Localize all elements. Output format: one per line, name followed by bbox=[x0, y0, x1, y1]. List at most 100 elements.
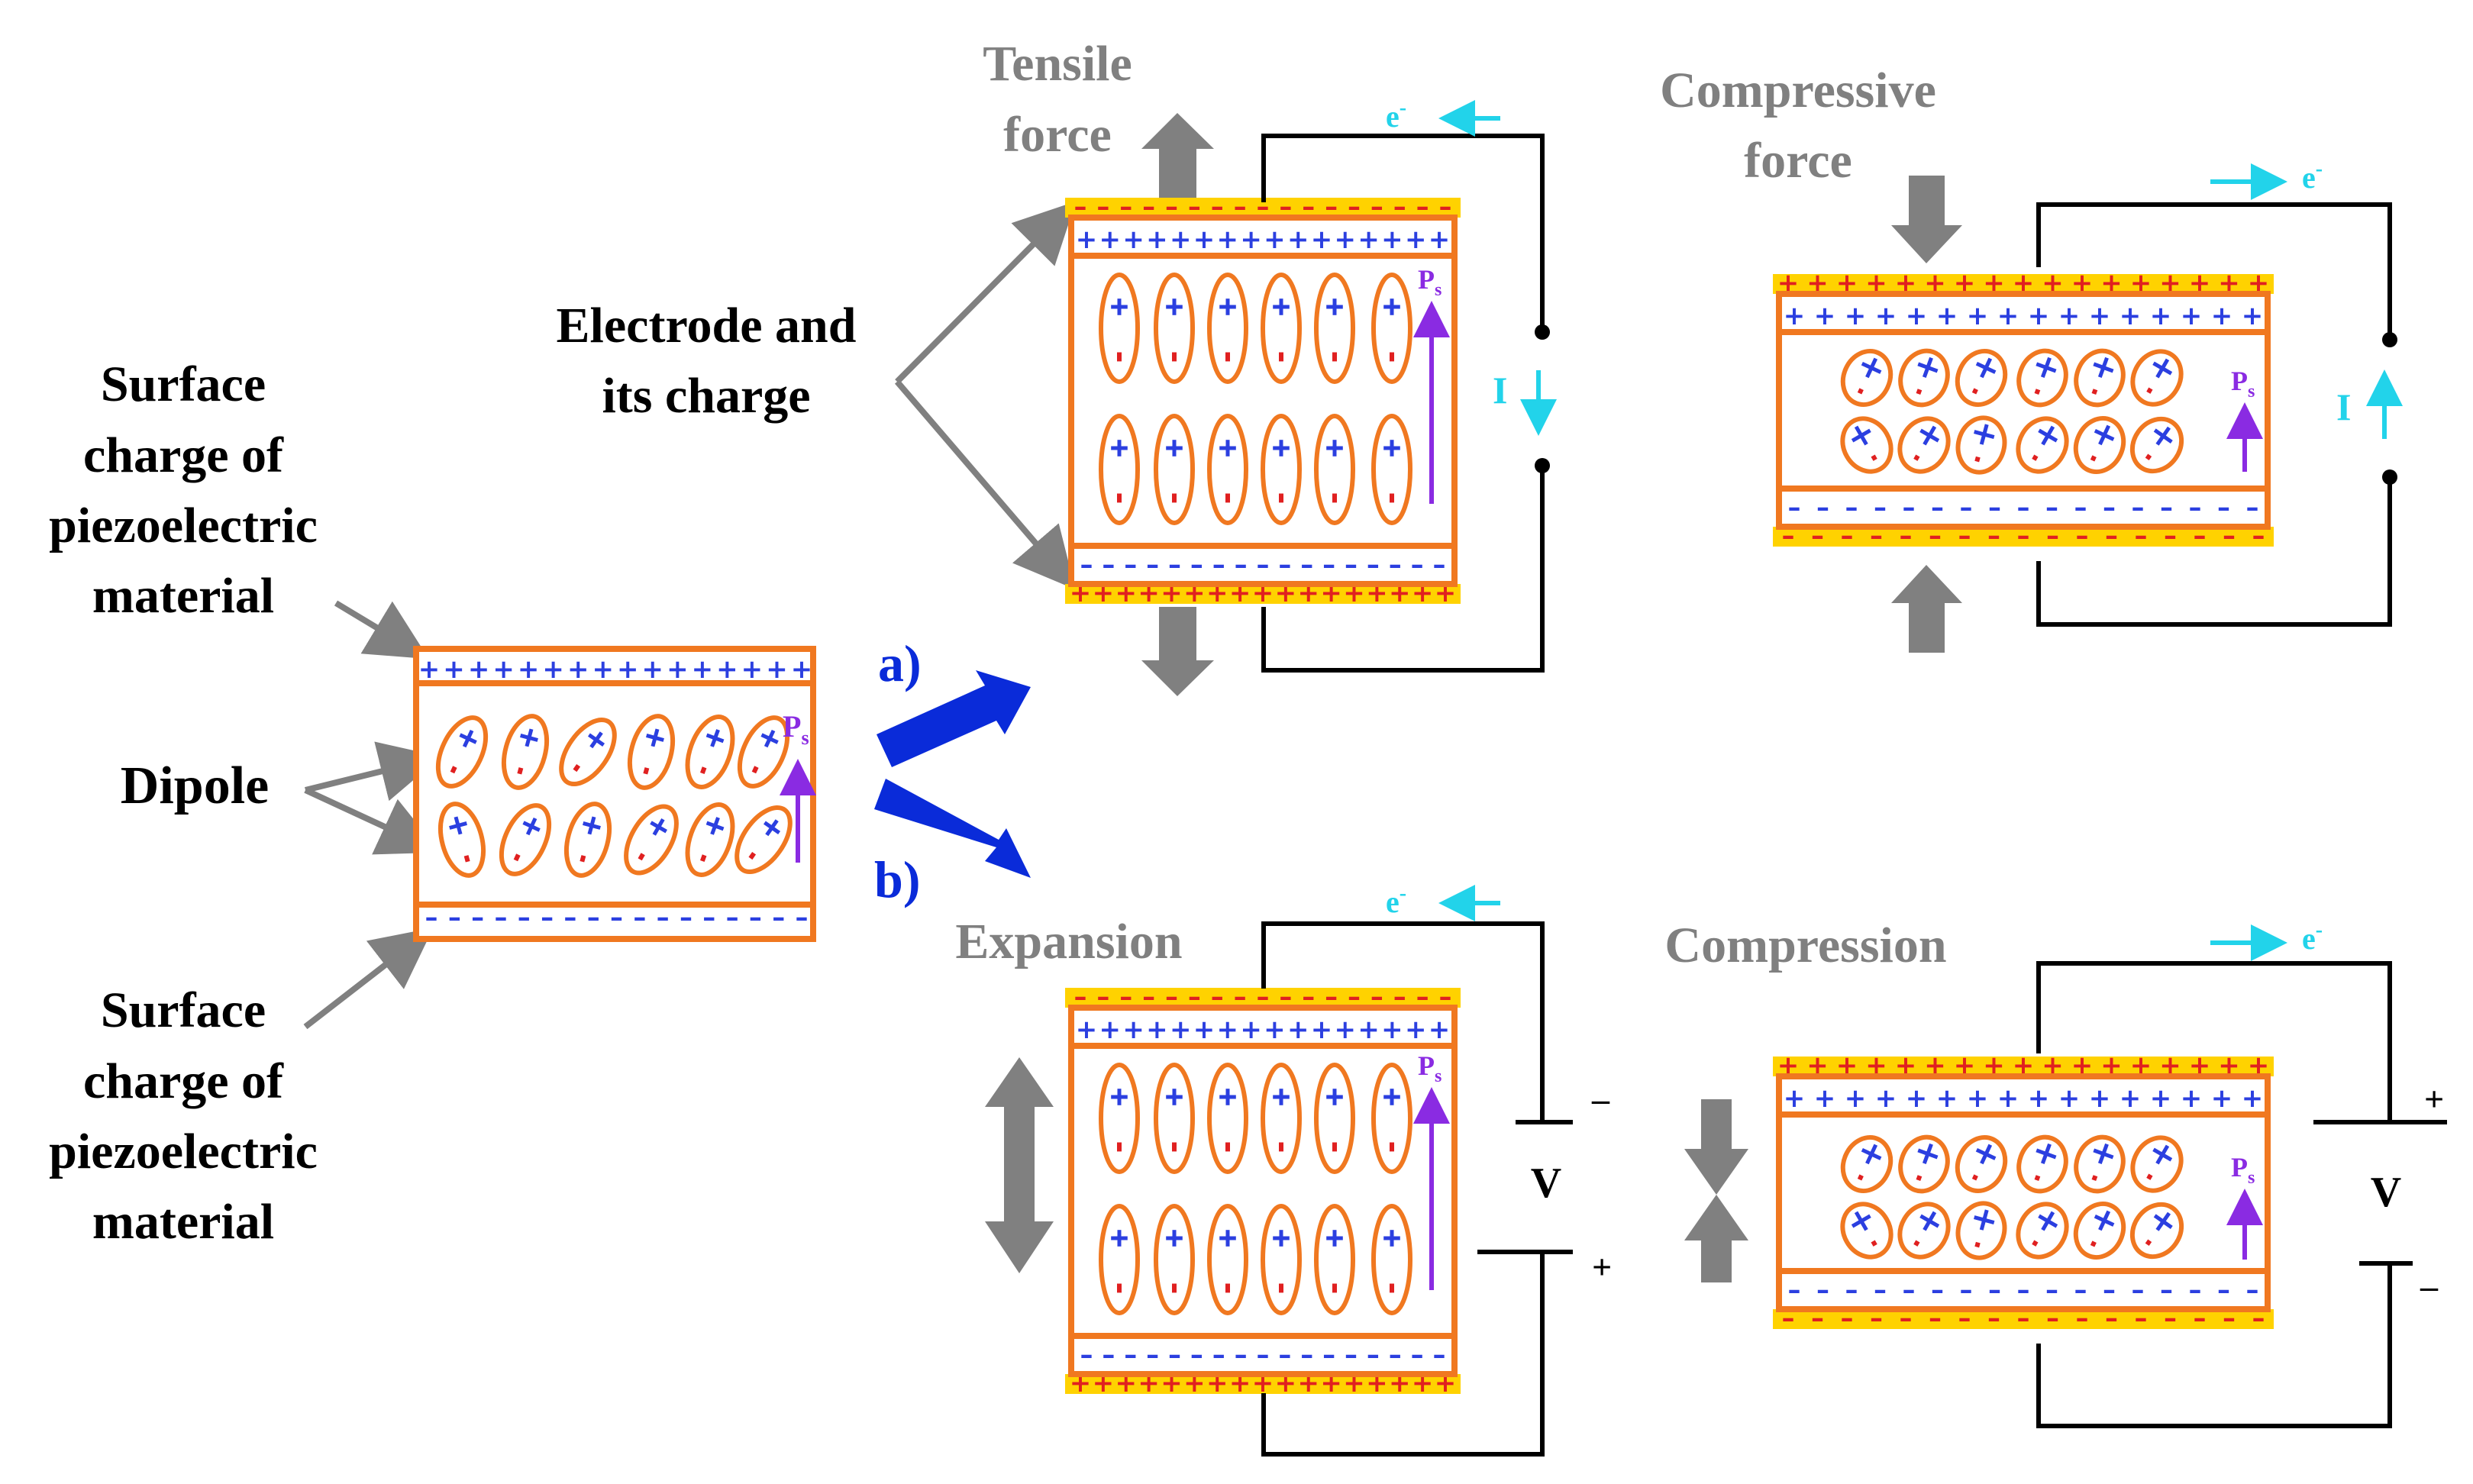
dipole bbox=[501, 714, 550, 790]
minus-charge: – bbox=[726, 902, 739, 933]
expansion-label: Expansion bbox=[955, 914, 1182, 969]
polarization-label: Ps bbox=[1418, 1050, 1442, 1086]
minus-charge: – bbox=[680, 902, 693, 933]
plus-charge: + bbox=[2181, 1083, 2203, 1114]
minus-charge: – bbox=[1367, 550, 1380, 580]
plus-charge: + bbox=[1264, 1015, 1286, 1045]
minus-charge: – bbox=[1874, 1275, 1887, 1305]
branch-a-arrow bbox=[877, 670, 1031, 767]
sample-unstressed: ++++++++++++++++ ––––––––––––––––– Ps bbox=[413, 646, 816, 942]
plus-charge: + bbox=[492, 654, 515, 685]
minus-charge: – bbox=[1816, 492, 1829, 523]
dipole bbox=[499, 803, 552, 876]
circuit-tensile: e- I bbox=[1261, 96, 1557, 673]
svg-text:Surface: Surface bbox=[101, 356, 266, 412]
minus-charge: – bbox=[1124, 550, 1137, 580]
plus-charge: + bbox=[1429, 224, 1451, 255]
minus-charge: – bbox=[1257, 1340, 1270, 1370]
minus-charge: – bbox=[1168, 1340, 1181, 1370]
minus-charge: – bbox=[1960, 492, 1973, 523]
dipole bbox=[1897, 1202, 1951, 1260]
minus-charge: – bbox=[2189, 492, 2202, 523]
minus-charge: – bbox=[1931, 492, 1944, 523]
dipole bbox=[1314, 414, 1355, 525]
plus-charge: + bbox=[1967, 301, 1989, 331]
minus-charge: – bbox=[1212, 1340, 1225, 1370]
dipole bbox=[1207, 414, 1248, 525]
plus-charge: + bbox=[1170, 224, 1192, 255]
sample-compressive: +++++++++++++++++–––––––––––––––––++++++… bbox=[1773, 268, 2274, 551]
plus-charge: + bbox=[2028, 301, 2050, 331]
plus-charge: + bbox=[518, 654, 540, 685]
plus-charge: + bbox=[2150, 301, 2172, 331]
circuit-compressive: e- I bbox=[2036, 157, 2403, 627]
terminal-plus: + bbox=[2424, 1079, 2444, 1118]
dipole bbox=[1897, 416, 1951, 474]
pointer-arrow-electrode-top bbox=[895, 201, 1077, 384]
minus-charge: – bbox=[1988, 492, 2001, 523]
minus-charge: – bbox=[1102, 1340, 1115, 1370]
plus-charge: + bbox=[443, 654, 465, 685]
minus-charge: – bbox=[1146, 1340, 1159, 1370]
minus-charge: – bbox=[563, 902, 576, 933]
dipole bbox=[1207, 1204, 1248, 1315]
plus-charge: + bbox=[2028, 1083, 2050, 1114]
plus-charge: + bbox=[1936, 301, 1958, 331]
minus-charge: – bbox=[1788, 1275, 1801, 1305]
plus-charge: + bbox=[468, 654, 490, 685]
minus-charge: – bbox=[749, 902, 762, 933]
plus-charge: + bbox=[1381, 1015, 1403, 1045]
minus-charge: – bbox=[1278, 1340, 1291, 1370]
sample-expansion: –––––––––––––––––+++++++++++++++++++++++… bbox=[1065, 982, 1461, 1399]
minus-charge: – bbox=[2045, 1275, 2058, 1305]
sample-tensile: –––––––––––––––––+++++++++++++++++++++++… bbox=[1065, 192, 1461, 608]
dipole bbox=[685, 715, 735, 789]
dipole bbox=[2073, 1201, 2126, 1260]
plus-charge: + bbox=[1358, 1015, 1380, 1045]
plus-charge: + bbox=[1997, 1083, 2019, 1114]
minus-charge: – bbox=[1235, 550, 1248, 580]
plus-charge: + bbox=[1814, 1083, 1836, 1114]
minus-charge: – bbox=[1845, 492, 1858, 523]
dipole bbox=[1898, 1134, 1950, 1194]
plus-charge: + bbox=[692, 654, 714, 685]
dipole bbox=[2073, 415, 2126, 475]
minus-charge: – bbox=[1345, 1340, 1358, 1370]
plus-charge: + bbox=[1170, 1015, 1192, 1045]
minus-charge: – bbox=[772, 902, 785, 933]
plus-charge: + bbox=[2058, 301, 2081, 331]
minus-charge: – bbox=[2132, 492, 2145, 523]
minus-charge: – bbox=[494, 902, 507, 933]
minus-charge: – bbox=[1903, 1275, 1916, 1305]
dipole bbox=[1314, 273, 1355, 384]
dipole bbox=[1840, 416, 1893, 474]
pointer-arrow-electrode-bottom bbox=[894, 379, 1076, 590]
electron-label: e- bbox=[1386, 96, 1406, 134]
compressive-force-down-arrow bbox=[1891, 176, 1962, 263]
plus-charge: + bbox=[2058, 1083, 2081, 1114]
plus-charge: + bbox=[1845, 1083, 1867, 1114]
minus-charge: – bbox=[425, 902, 438, 933]
minus-charge: – bbox=[1080, 1340, 1093, 1370]
tensile-force-up-arrow bbox=[1141, 113, 1214, 202]
tensile-label: Tensile bbox=[983, 36, 1132, 92]
dipole bbox=[1955, 1201, 2007, 1260]
dipole bbox=[1314, 1063, 1355, 1174]
plus-charge: + bbox=[1311, 224, 1333, 255]
compression-label: Compression bbox=[1664, 918, 1946, 973]
tensile-labels: Tensile force bbox=[983, 36, 1132, 163]
plus-charge: + bbox=[1264, 224, 1286, 255]
dipole bbox=[1207, 273, 1248, 384]
electron-label: e- bbox=[2302, 157, 2323, 195]
plus-charge: + bbox=[2150, 1083, 2172, 1114]
plus-charge: + bbox=[1381, 224, 1403, 255]
plus-charge: + bbox=[1405, 224, 1427, 255]
minus-charge: – bbox=[587, 902, 600, 933]
voltage-label: V bbox=[2371, 1169, 2401, 1216]
force-label: force bbox=[1003, 107, 1112, 163]
plus-charge: + bbox=[1146, 224, 1168, 255]
plus-charge: + bbox=[2211, 301, 2233, 331]
dipole bbox=[1154, 414, 1195, 525]
minus-charge: – bbox=[471, 902, 484, 933]
plus-charge: + bbox=[1146, 1015, 1168, 1045]
